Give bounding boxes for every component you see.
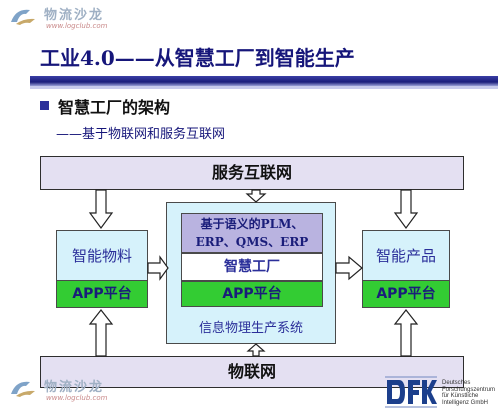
cpps-caption: 信息物理生产系统 <box>198 321 303 336</box>
arrow-down-left-icon <box>88 189 114 230</box>
smart-material-label: 智能物料 <box>71 247 132 265</box>
arrow-right-left-icon <box>147 255 169 281</box>
dfki-logo-icon <box>385 376 437 408</box>
watermark-brand-bottom: 物流沙龙 <box>44 380 105 395</box>
arrow-up-right-icon <box>393 309 419 357</box>
dfki-name-line1: Deutsches <box>442 380 471 386</box>
semantic-systems-line1: 基于语义的PLM、 <box>200 217 304 231</box>
title-rule-shadow <box>30 86 498 89</box>
slide-title: 工业4.0——从智慧工厂到智能生产 <box>40 46 355 70</box>
smart-product-box: 智能产品 APP平台 <box>362 230 450 308</box>
cyber-physical-production-system-box: 基于语义的PLM、 ERP、QMS、ERP 智慧工厂 APP平台 信息物理生产系… <box>166 202 336 344</box>
internet-of-things-box: 物联网 <box>40 356 464 388</box>
logclub-logo-icon <box>11 381 35 397</box>
arrow-down-center-icon <box>245 189 267 203</box>
arrow-right-right-icon <box>335 255 363 281</box>
arrow-up-left-icon <box>88 309 114 357</box>
internet-of-things-label: 物联网 <box>227 362 276 381</box>
bullet-square-icon <box>40 101 49 110</box>
semantic-systems-line2: ERP、QMS、ERP <box>195 235 309 249</box>
section-subheading: ——基于物联网和服务互联网 <box>56 127 226 142</box>
arrow-down-right-icon <box>393 189 419 230</box>
watermark-brand: 物流沙龙 <box>44 8 105 23</box>
dfki-name-line2: Forschungszentrum <box>442 386 496 393</box>
smart-factory-app-platform: APP平台 <box>181 281 323 307</box>
dfki-name: Deutsches Forschungszentrum für Künstlic… <box>442 380 495 406</box>
logclub-logo-icon <box>11 9 35 25</box>
arrow-up-center-icon <box>246 343 266 357</box>
dfki-name-line4: Intelligenz GmbH <box>442 399 489 406</box>
smart-material-box: 智能物料 APP平台 <box>56 230 148 308</box>
section-heading: 智慧工厂的架构 <box>58 98 171 117</box>
internet-of-services-box: 服务互联网 <box>40 156 464 190</box>
title-rule <box>30 76 498 86</box>
smart-factory-label: 智慧工厂 <box>181 253 323 281</box>
smart-product-label: 智能产品 <box>375 247 436 265</box>
dfki-name-line3: für Künstliche <box>442 393 479 400</box>
internet-of-services-label: 服务互联网 <box>211 163 292 182</box>
watermark-url: www.logclub.com <box>46 22 108 30</box>
watermark-url-bottom: www.logclub.com <box>46 394 108 402</box>
smart-material-app-platform: APP平台 <box>57 280 147 307</box>
smart-product-app-platform: APP平台 <box>363 280 449 307</box>
semantic-systems-box: 基于语义的PLM、 ERP、QMS、ERP <box>181 213 323 253</box>
